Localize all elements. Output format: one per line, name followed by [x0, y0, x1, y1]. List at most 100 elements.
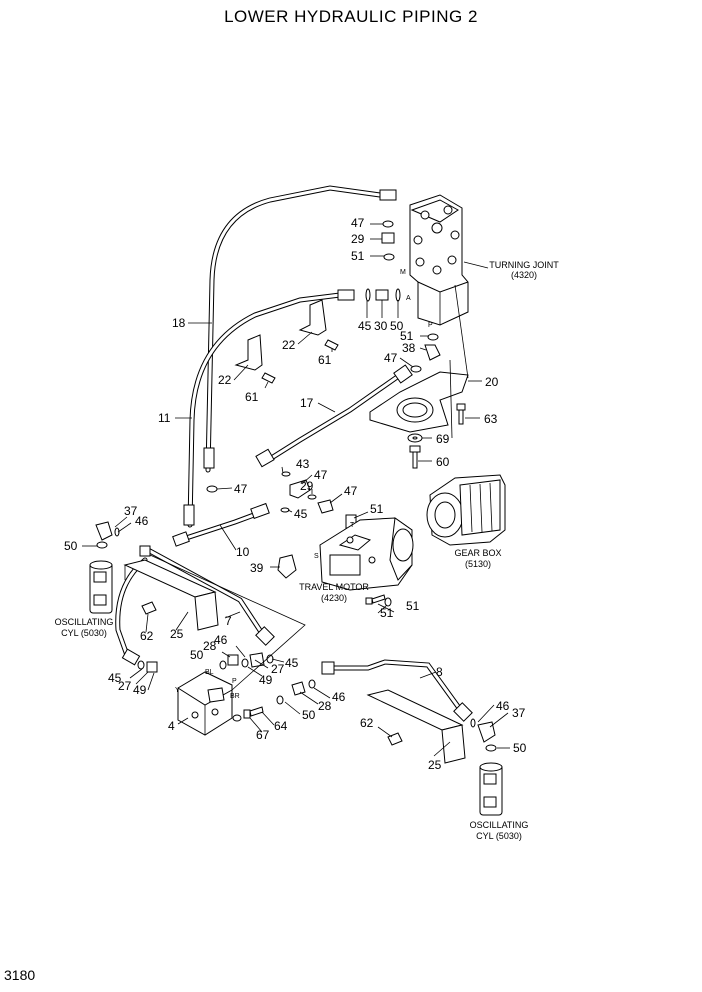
pipe-8 [327, 659, 465, 715]
part-label: 45 [285, 656, 299, 670]
svg-text:BR: BR [230, 693, 240, 700]
part-label: 46 [496, 699, 510, 713]
travel-motor-ports: S T [314, 522, 355, 560]
hose-fittings [121, 189, 473, 722]
fittings-turning-joint [365, 220, 441, 373]
svg-text:GEAR BOX: GEAR BOX [454, 548, 501, 558]
part-label: 50 [64, 539, 78, 553]
fittings-middle [206, 471, 357, 579]
part-label: 25 [170, 627, 184, 641]
svg-text:TURNING JOINT: TURNING JOINT [489, 260, 559, 270]
svg-text:OSCILLATING: OSCILLATING [55, 617, 114, 627]
part-label: 46 [135, 514, 149, 528]
part-label: 45 [294, 507, 308, 521]
part-label: 51 [351, 249, 365, 263]
part-label: 50 [513, 741, 527, 755]
svg-text:Y: Y [175, 687, 180, 694]
part-label: 69 [436, 432, 450, 446]
part-label: 22 [282, 338, 296, 352]
turning-joint [409, 194, 469, 326]
part-label: 47 [351, 216, 365, 230]
part-label: 50 [390, 319, 404, 333]
washer-69 [407, 433, 423, 443]
part-label: 10 [236, 545, 250, 559]
part-label: 11 [158, 411, 171, 425]
part-label: 20 [485, 375, 499, 389]
svg-text:TRAVEL MOTOR: TRAVEL MOTOR [299, 582, 369, 592]
oscillating-cyl-right [479, 762, 503, 816]
part-label: 30 [374, 319, 388, 333]
part-label: 63 [484, 412, 498, 426]
part-label: 49 [259, 673, 273, 687]
bolts-61 [261, 339, 339, 384]
part-label: 22 [218, 373, 232, 387]
travel-motor-label: TRAVEL MOTOR (4230) [299, 582, 369, 603]
part-label: 51 [370, 502, 384, 516]
part-label: 51 [406, 599, 420, 613]
part-label: 29 [351, 232, 365, 246]
bracket-22-lower [234, 334, 263, 371]
part-label: 51 [400, 329, 414, 343]
page-number: 3180 [4, 967, 35, 983]
valve-block-4 [177, 671, 233, 736]
part-label: 37 [124, 504, 138, 518]
part-label: 28 [318, 699, 332, 713]
gear-box-label: GEAR BOX (5130) [454, 548, 501, 569]
fittings-valve-block [137, 652, 316, 705]
page-title: LOWER HYDRAULIC PIPING 2 [224, 7, 478, 26]
svg-text:S: S [314, 553, 319, 560]
oscillating-cyl-right-label: OSCILLATING CYL (5030) [470, 820, 529, 841]
svg-text:(4320): (4320) [511, 270, 537, 280]
bolts-62 [141, 601, 403, 746]
guard-plate-25-right [366, 689, 466, 764]
part-label: 50 [302, 708, 316, 722]
part-label: 37 [512, 706, 526, 720]
part-label: 47 [384, 351, 398, 365]
part-label: 7 [225, 614, 232, 628]
hose-17 [262, 372, 403, 465]
fittings-left-cyl [95, 521, 120, 549]
oscillating-cyl-left [89, 560, 113, 614]
part-label: 18 [172, 316, 186, 330]
hose-left-lower [115, 557, 148, 661]
part-label: 27 [271, 662, 285, 676]
part-label: 8 [436, 665, 443, 679]
bracket-20 [369, 371, 469, 433]
svg-text:P: P [232, 678, 237, 685]
travel-motor [319, 517, 414, 591]
svg-text:CYL (5030): CYL (5030) [61, 628, 107, 638]
part-label: 39 [250, 561, 264, 575]
svg-text:A: A [406, 295, 411, 302]
bolt-67 [232, 714, 242, 722]
part-label: 67 [256, 728, 270, 742]
part-label: 49 [133, 683, 147, 697]
valve-block-ports: Y BL BR P [175, 669, 240, 700]
part-label: 45 [358, 319, 372, 333]
fittings-right-cyl [470, 718, 497, 752]
pipe-7 [145, 547, 268, 641]
svg-text:(4230): (4230) [321, 593, 347, 603]
part-58 [384, 597, 392, 607]
part-label: 62 [140, 629, 154, 643]
svg-text:BL: BL [205, 669, 214, 676]
part-label: 51 [380, 606, 394, 620]
part-label: 47 [314, 468, 328, 482]
bolt-60 [409, 445, 421, 469]
part-label: 25 [428, 758, 442, 772]
bracket-22-upper [298, 299, 327, 336]
leader-lines [82, 223, 510, 757]
part-label: 61 [318, 353, 332, 367]
turning-joint-label: TURNING JOINT (4320) [463, 260, 559, 280]
svg-text:OSCILLATING: OSCILLATING [470, 820, 529, 830]
routing-guide-lines [149, 284, 469, 691]
part-label: 43 [296, 457, 310, 471]
part-label: 17 [300, 396, 314, 410]
part-label: 46 [332, 690, 346, 704]
bolt-68 [365, 594, 386, 605]
svg-text:P: P [428, 322, 433, 329]
svg-text:CYL (5030): CYL (5030) [476, 831, 522, 841]
part-label: 62 [360, 716, 374, 730]
hose-18 [205, 185, 383, 473]
